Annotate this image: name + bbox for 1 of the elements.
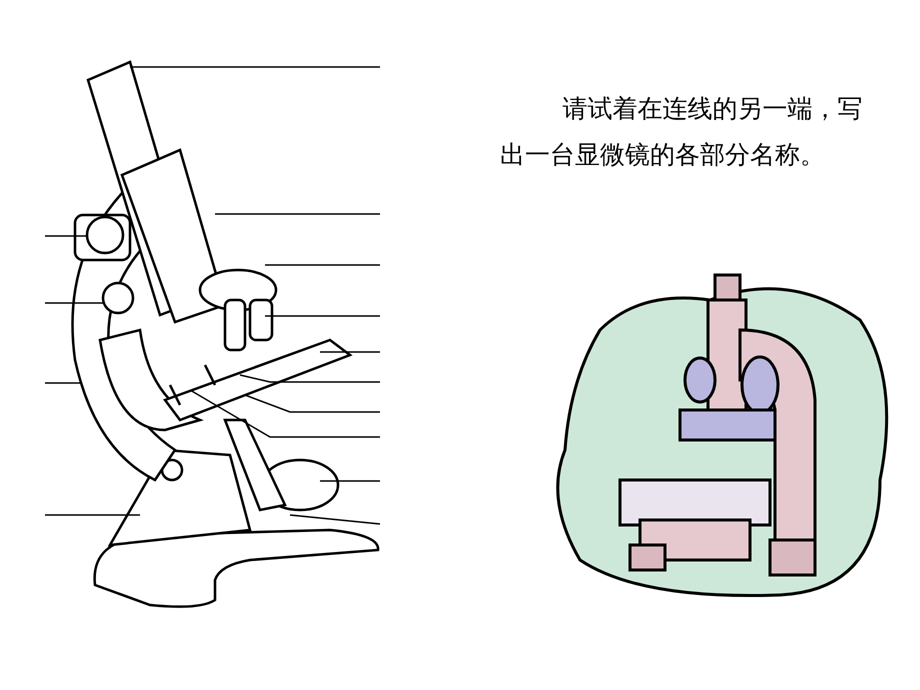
instruction-text: 请试着在连线的另一端，写出一台显微镜的各部分名称。 bbox=[500, 93, 864, 171]
